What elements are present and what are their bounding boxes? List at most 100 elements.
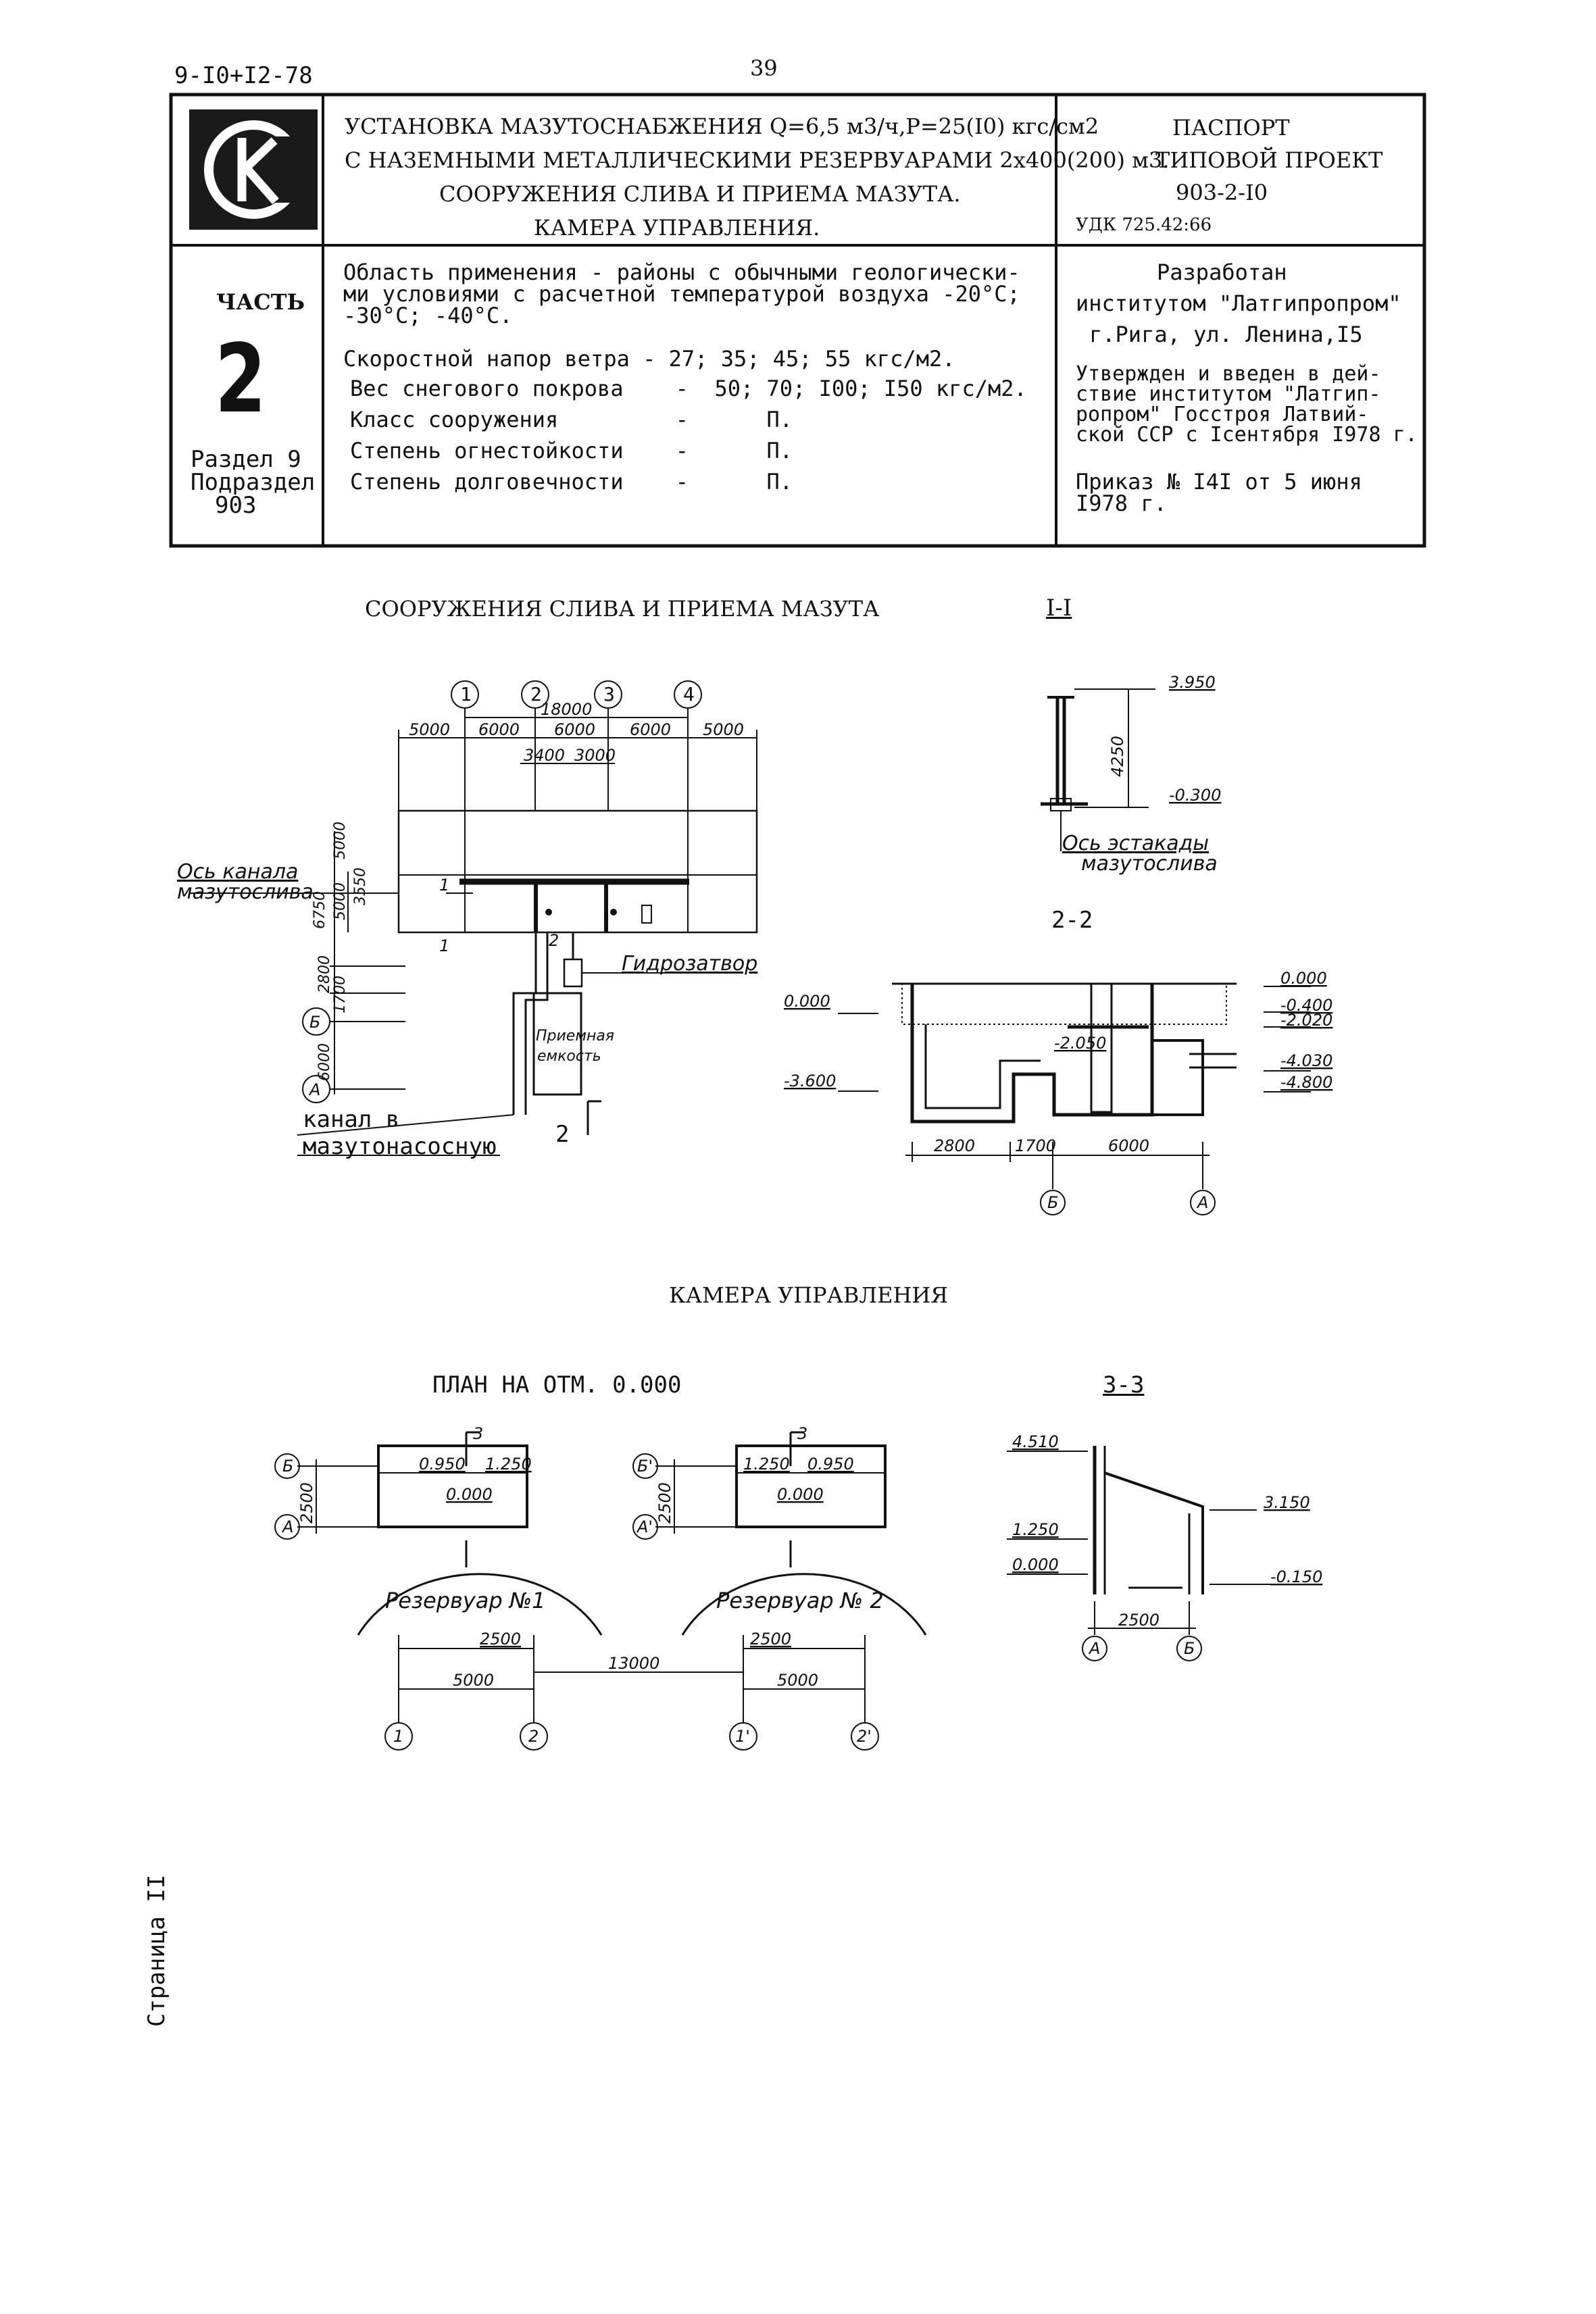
dim-span-4: 6000 — [630, 720, 671, 739]
plan2-axis-b: Б' — [637, 1457, 653, 1476]
bottom-axis-2: 2 — [528, 1727, 539, 1746]
vdim-1700: 1700 — [332, 976, 349, 1013]
s11-note-1: Ось эстакады — [1062, 832, 1209, 855]
section33-drawing: 4.510 3.150 1.250 0.000 -0.150 2500 А Б — [1007, 1432, 1322, 1661]
title-line-2: С НАЗЕМНЫМИ МЕТАЛЛИЧЕСКИМИ РЕЗЕРВУАРАМИ … — [345, 147, 1170, 173]
passport-line-2: ТИПОВОЙ ПРОЕКТ — [1155, 147, 1383, 173]
vdim-5000-a: 5000 — [332, 822, 349, 859]
doc-code: 9-I0+I2-78 — [174, 62, 313, 89]
axis-4: 4 — [683, 683, 695, 705]
order-line-1: Приказ № I4I от 5 июня — [1076, 469, 1362, 495]
tank-label-1: Приемная — [536, 1028, 614, 1045]
dim-18000: 18000 — [541, 700, 592, 719]
axis-1: 1 — [460, 683, 472, 705]
dim-inner-2: 3000 — [574, 746, 616, 765]
dim-span-5: 5000 — [703, 720, 744, 739]
plan2-axis-a: А' — [636, 1517, 653, 1536]
control-chamber-plan: 3 3 0.950 1.250 0.000 1.250 0.950 0.000 … — [274, 1424, 927, 1751]
bottom-axis-1p: 1' — [735, 1727, 750, 1746]
s33-axis-b: Б — [1184, 1639, 1195, 1658]
s22-level-r5: -4.800 — [1280, 1073, 1332, 1092]
developer-line-3: г.Рига, ул. Ленина,I5 — [1089, 322, 1363, 347]
s22-dim-1700: 1700 — [1015, 1136, 1056, 1155]
param-snow: Вес снегового покрова - 50; 70; I00; I50… — [350, 376, 1027, 401]
s22-inner-level: -2.050 — [1054, 1034, 1106, 1053]
plan-dim-13000: 13000 — [608, 1654, 659, 1673]
section22-drawing: 0.000 -3.600 -2.050 0.000 -0.400 -2.020 … — [784, 969, 1332, 1215]
s33-level-1250: 1.250 — [1012, 1520, 1059, 1539]
approval-line-4: ской ССР с Iсентября I978 г. — [1076, 423, 1418, 447]
plan1-vdim: 2500 — [297, 1482, 316, 1524]
section-line-2: Подраздел — [191, 469, 316, 496]
passport-line-3: 903-2-I0 — [1176, 180, 1268, 205]
plan2-dim-2500: 2500 — [750, 1630, 791, 1649]
ck-logo — [189, 109, 318, 230]
plan2-level-2: 0.950 — [807, 1455, 854, 1474]
part-label: ЧАСТЬ — [216, 289, 305, 315]
tank-label-2: емкость — [537, 1048, 601, 1065]
s33-level-0000: 0.000 — [1012, 1555, 1059, 1574]
s11-note-2: мазутослива — [1081, 852, 1218, 876]
s11-level-bottom: -0.300 — [1169, 786, 1221, 805]
title-line-3: СООРУЖЕНИЯ СЛИВА И ПРИЕМА МАЗУТА. — [439, 181, 961, 207]
s11-dim: 4250 — [1108, 736, 1127, 777]
title-line-1: УСТАНОВКА МАЗУТОСНАБЖЕНИЯ Q=6,5 м3/ч,Р=2… — [345, 114, 1099, 139]
s22-dim-6000: 6000 — [1108, 1136, 1149, 1155]
approval-line-1: Утвержден и введен в дей- — [1076, 362, 1381, 386]
section11-title: I-I — [1046, 595, 1072, 622]
order-line-2: I978 г. — [1076, 491, 1167, 516]
dim-span-3: 6000 — [554, 720, 595, 739]
s22-level-left-1: 0.000 — [784, 992, 830, 1011]
title-block-frame — [169, 93, 1426, 548]
plan1-dim-5000: 5000 — [453, 1671, 494, 1690]
s22-level-r1: 0.000 — [1280, 969, 1327, 988]
axis-2: 2 — [530, 683, 542, 705]
bottom-axis-2p: 2' — [857, 1727, 872, 1746]
plan1-cut-mark: 3 — [473, 1424, 483, 1443]
s22-level-r3: -2.020 — [1280, 1011, 1332, 1030]
vdim-5000-b: 5000 — [332, 882, 349, 920]
s11-level-top: 3.950 — [1169, 673, 1216, 692]
drawing1-title: СООРУЖЕНИЯ СЛИВА И ПРИЕМА МАЗУТА — [365, 596, 880, 622]
plan1-level-1: 0.950 — [419, 1455, 466, 1474]
approval-line-2: ствие институтом "Латгип- — [1076, 382, 1381, 406]
row-axis-a: А — [308, 1080, 320, 1099]
bottom-axis-1: 1 — [393, 1727, 403, 1746]
vdim-3550: 3550 — [352, 867, 369, 905]
param-durability: Степень долговечности - П. — [350, 469, 793, 495]
page-number: 39 — [750, 55, 778, 81]
dim-span-2: 6000 — [478, 720, 520, 739]
tank2-label: Резервуар № 2 — [716, 1588, 884, 1613]
dim-span-1: 5000 — [409, 720, 450, 739]
s33-level-4510: 4.510 — [1012, 1432, 1059, 1451]
s22-level-r4: -4.030 — [1280, 1051, 1332, 1070]
plan2-level-3: 0.000 — [777, 1485, 824, 1504]
developer-line-2: институтом "Латгипропром" — [1076, 291, 1401, 316]
vdim-6750: 6750 — [311, 891, 328, 929]
plan1-level-2: 1.250 — [485, 1455, 532, 1474]
vdim-2800: 2800 — [316, 955, 333, 993]
s22-dim-2800: 2800 — [934, 1136, 975, 1155]
s33-dim: 2500 — [1118, 1611, 1159, 1630]
cut-mark-1a: 1 — [439, 876, 449, 895]
s33-axis-a: А — [1088, 1639, 1100, 1658]
section22-title: 2-2 — [1051, 907, 1093, 934]
s22-level-left-2: -3.600 — [784, 1072, 836, 1090]
developer-line-1: Разработан — [1157, 259, 1287, 285]
side-page-label: Страница II — [143, 1874, 170, 2027]
cut-mark-1b: 1 — [439, 936, 449, 955]
section-line-1: Раздел 9 — [191, 446, 301, 473]
plan2-vdim: 2500 — [655, 1482, 674, 1524]
section-2-mark: 2 — [555, 1121, 569, 1148]
plan2-level-1: 1.250 — [743, 1455, 790, 1474]
row-axis-b: Б — [309, 1013, 320, 1032]
plan1-level-3: 0.000 — [446, 1485, 493, 1504]
section-line-3: 903 — [215, 492, 257, 519]
channel-label-2: мазутонасосную — [303, 1133, 497, 1160]
hydrolock-label: Гидрозатвор — [622, 952, 757, 976]
vdim-6000: 6000 — [316, 1043, 333, 1081]
plan2-cut-mark: 3 — [797, 1424, 807, 1443]
section33-title: 3-3 — [1103, 1372, 1145, 1399]
area-line-3: -30°С; -40°С. — [343, 303, 513, 328]
param-wind: Скоростной напор ветра - 27; 35; 45; 55 … — [343, 346, 955, 372]
